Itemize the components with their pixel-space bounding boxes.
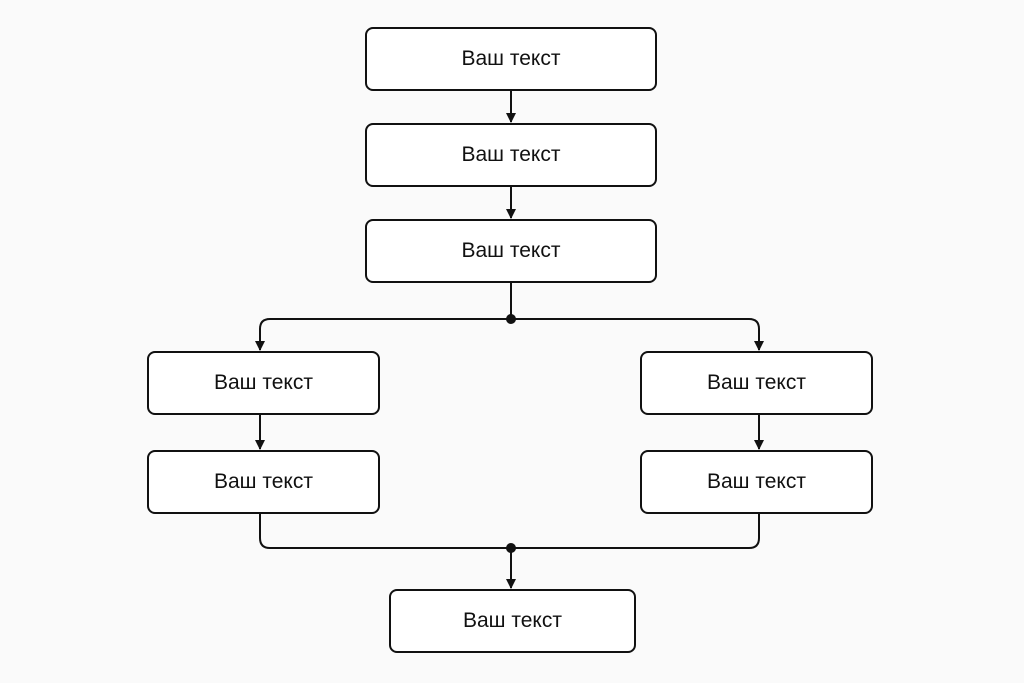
flow-node-3: Ваш текст	[365, 219, 657, 283]
connector-split-n4	[255, 318, 511, 351]
flow-node-6-label: Ваш текст	[214, 470, 313, 493]
flow-node-6: Ваш текст	[147, 450, 380, 514]
flow-node-7-label: Ваш текст	[707, 470, 806, 493]
flow-node-7: Ваш текст	[640, 450, 873, 514]
flow-node-5: Ваш текст	[640, 351, 873, 415]
flow-node-8-label: Ваш текст	[463, 609, 562, 632]
connector-n6-merge	[259, 514, 511, 549]
flow-node-2: Ваш текст	[365, 123, 657, 187]
flow-node-2-label: Ваш текст	[461, 143, 561, 166]
connector-n7-merge	[511, 514, 760, 549]
flow-node-1-label: Ваш текст	[461, 47, 561, 70]
flow-node-4: Ваш текст	[147, 351, 380, 415]
flow-node-5-label: Ваш текст	[707, 371, 806, 394]
merge-junction-dot	[506, 543, 516, 553]
flow-node-8: Ваш текст	[389, 589, 636, 653]
connector-split-n5	[511, 318, 764, 351]
flow-node-3-label: Ваш текст	[461, 239, 561, 262]
flow-node-1: Ваш текст	[365, 27, 657, 91]
split-junction-dot	[506, 314, 516, 324]
flow-node-4-label: Ваш текст	[214, 371, 313, 394]
